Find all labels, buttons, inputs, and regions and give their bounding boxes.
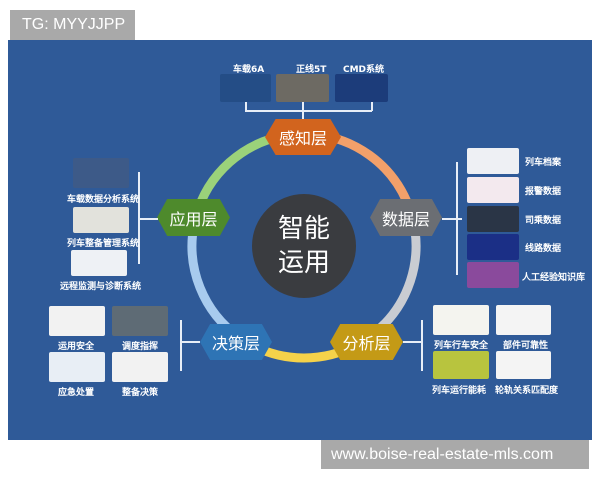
decision-item-label: 调度指挥 xyxy=(122,342,159,352)
data-thumb xyxy=(467,206,519,232)
perception-layer-node: 感知层 xyxy=(265,119,341,155)
perception-thumb xyxy=(335,74,388,102)
center-text-2: 运用 xyxy=(277,248,330,278)
analysis-item-label: 列车运行能耗 xyxy=(432,386,487,396)
decision-item-label: 整备决策 xyxy=(122,388,159,398)
data-item-label: 列车档案 xyxy=(525,158,562,168)
data-thumb xyxy=(467,177,519,203)
data-thumb xyxy=(467,148,519,174)
data-item-label: 线路数据 xyxy=(525,244,562,254)
application-thumb xyxy=(73,158,129,188)
decision-thumb xyxy=(112,352,168,382)
analysis-thumb xyxy=(433,351,489,379)
analysis-item-label: 列车行车安全 xyxy=(434,341,489,351)
data-item-label: 报警数据 xyxy=(525,187,562,197)
data-item-label: 人工经验知识库 xyxy=(522,273,586,283)
analysis-item-label: 部件可靠性 xyxy=(503,341,549,351)
application-item-label: 远程监测与诊断系统 xyxy=(60,282,142,292)
perception-item-label: CMD系统 xyxy=(343,65,385,75)
application-item-label: 车载数据分析系统 xyxy=(67,195,140,205)
decision-layer-node: 决策层 xyxy=(200,324,272,360)
perception-item-label: 车载6A xyxy=(233,65,265,75)
decision-thumb xyxy=(49,306,105,336)
data-layer-node: 数据层 xyxy=(370,199,442,236)
analysis-thumb xyxy=(496,305,551,335)
data-thumb xyxy=(467,262,519,288)
application-thumb xyxy=(71,250,127,276)
watermark-bottom: www.boise-real-estate-mls.com xyxy=(321,440,589,469)
analysis-item-label: 轮轨关系匹配度 xyxy=(495,386,559,396)
data-item-label: 司乘数据 xyxy=(525,216,562,226)
data-thumb xyxy=(467,234,519,260)
perception-item-label: 正线5T xyxy=(296,65,327,75)
center-text-1: 智能 xyxy=(277,214,330,244)
decision-thumb xyxy=(49,352,105,382)
analysis-layer-node: 分析层 xyxy=(330,324,403,360)
application-thumb xyxy=(73,207,129,233)
perception-thumb xyxy=(276,74,329,102)
watermark-top: TG: MYYJJPP xyxy=(10,10,135,40)
perception-thumb xyxy=(220,74,271,102)
application-layer-node: 应用层 xyxy=(157,199,230,236)
center-circle: 智能 运用 xyxy=(252,194,356,298)
decision-thumb xyxy=(112,306,168,336)
decision-item-label: 运用安全 xyxy=(58,342,95,352)
decision-item-label: 应急处置 xyxy=(58,388,95,398)
analysis-thumb xyxy=(433,305,489,335)
analysis-thumb xyxy=(496,351,551,379)
application-item-label: 列车整备管理系统 xyxy=(67,239,140,249)
